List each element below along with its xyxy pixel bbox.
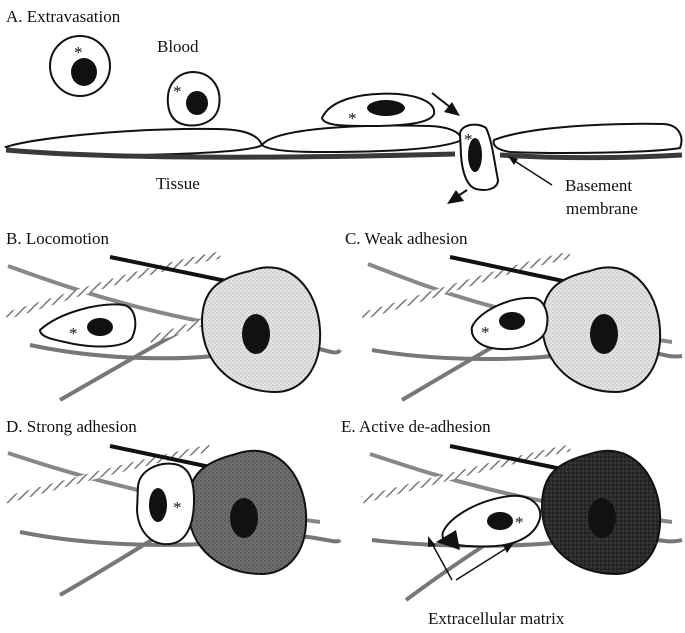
blood-label: Blood <box>157 37 199 56</box>
panel-a: A. Extravasation Blood * * * <box>6 7 682 218</box>
target-cell-d <box>188 451 306 574</box>
marker-rolling: * <box>173 82 182 101</box>
endothelium <box>6 124 682 158</box>
panel-b: B. Locomotion * <box>6 229 340 400</box>
marker-c: * <box>481 323 490 342</box>
free-leukocyte: * <box>50 36 110 96</box>
basement-membrane-callout: Basement membrane <box>508 156 638 218</box>
crawling-leukocyte: * <box>322 94 434 128</box>
panel-d-title: D. Strong adhesion <box>6 417 137 436</box>
panel-a-title: A. Extravasation <box>6 7 121 26</box>
panel-d: D. Strong adhesion * <box>6 417 340 595</box>
ecm-callout: Extracellular matrix <box>428 536 565 628</box>
target-cell-b <box>202 267 320 392</box>
tissue-label: Tissue <box>156 174 200 193</box>
transmigrating-leukocyte: * <box>460 125 498 190</box>
marker-crawling: * <box>348 109 357 128</box>
marker-b: * <box>69 324 78 343</box>
leukocyte-d: * <box>137 464 194 544</box>
panel-e: E. Active de-adhesion * <box>341 417 682 600</box>
panel-b-title: B. Locomotion <box>6 229 109 248</box>
panel-e-title: E. Active de-adhesion <box>341 417 491 436</box>
target-cell-e <box>542 451 660 574</box>
target-cell-c <box>542 267 660 392</box>
rolling-leukocyte: * <box>168 72 220 125</box>
marker-d: * <box>173 498 182 517</box>
panel-c-title: C. Weak adhesion <box>345 229 468 248</box>
marker-transmigrating: * <box>464 130 473 149</box>
ecm-label: Extracellular matrix <box>428 609 565 628</box>
marker-free: * <box>74 43 83 62</box>
basement-label-line1: Basement <box>565 176 632 195</box>
leukocyte-b: * <box>40 304 135 346</box>
marker-e: * <box>515 513 524 532</box>
basement-label-line2: membrane <box>566 199 638 218</box>
panel-c: C. Weak adhesion * <box>345 229 682 400</box>
